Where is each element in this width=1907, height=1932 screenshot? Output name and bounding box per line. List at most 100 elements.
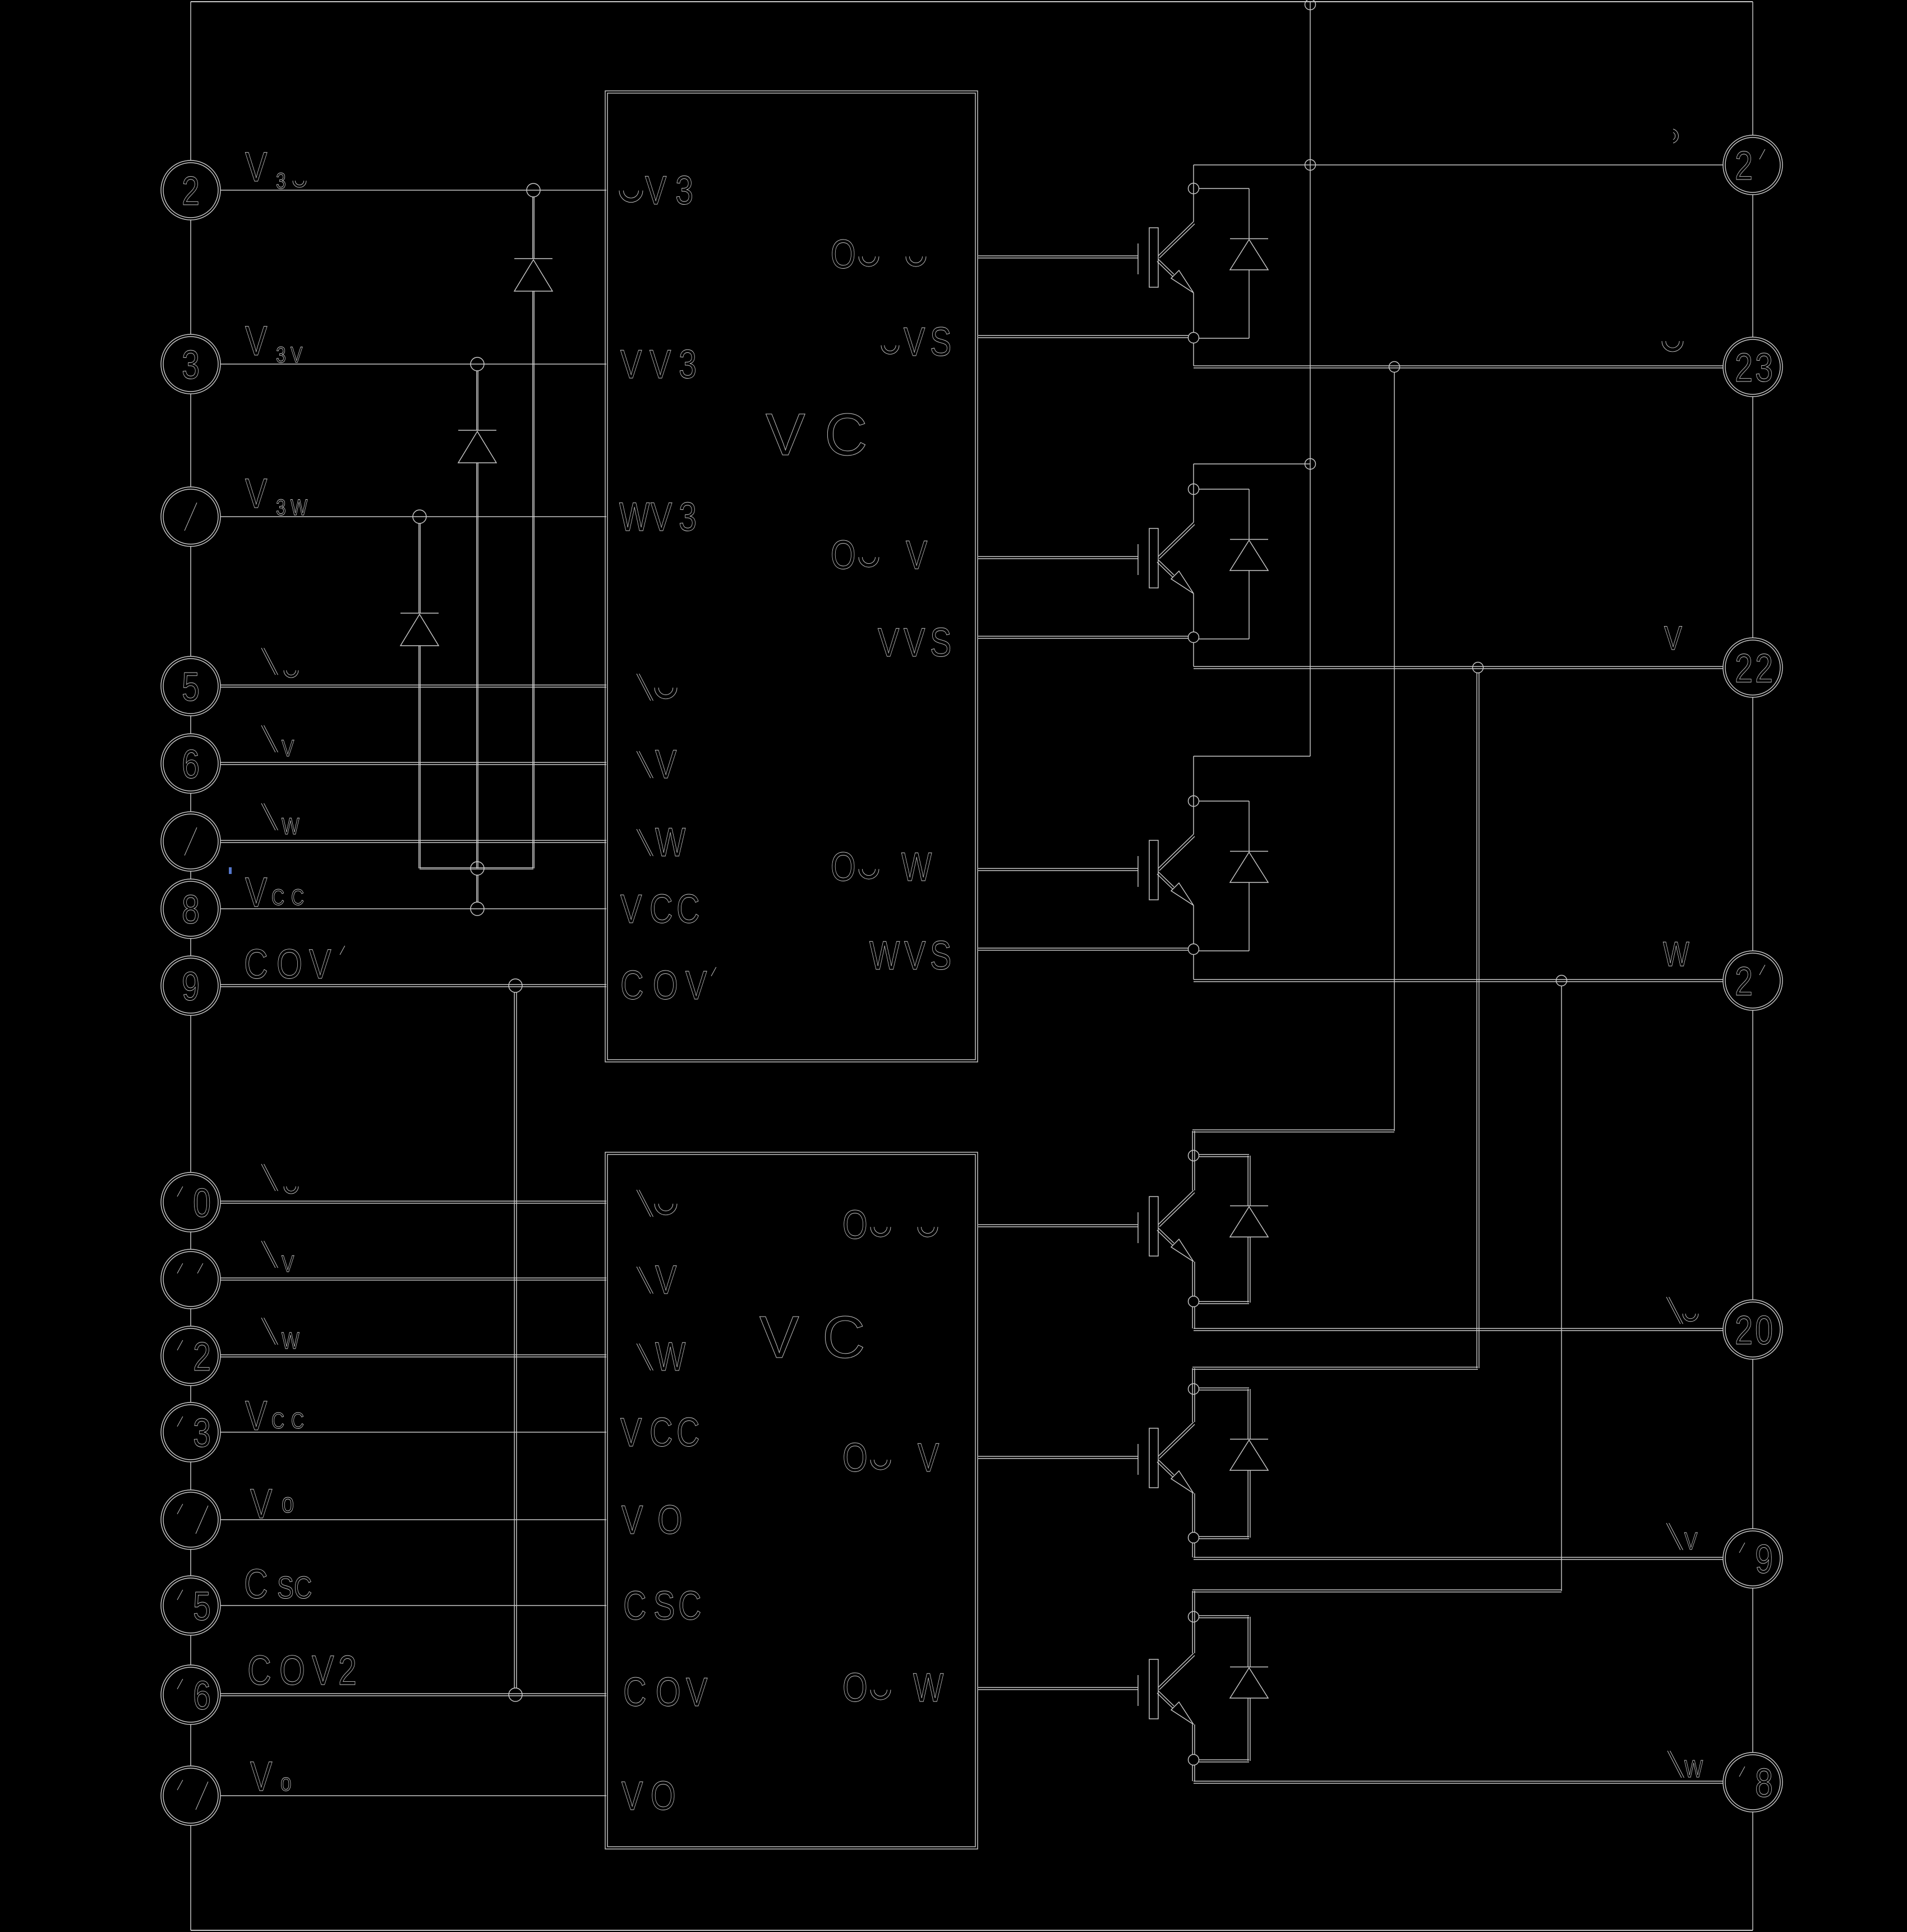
svg-text:6: 6 [182, 742, 200, 787]
svg-text:W: W [282, 1328, 300, 1354]
svg-text:O: O [279, 1648, 305, 1694]
svg-text:2: 2 [1735, 1308, 1753, 1353]
svg-text:O: O [842, 1665, 868, 1710]
svg-text:W: W [1684, 1755, 1703, 1783]
svg-text:V: V [904, 620, 925, 665]
svg-text:O: O [277, 941, 302, 988]
svg-text:V: V [620, 886, 642, 932]
svg-text:2: 2 [193, 1334, 211, 1379]
svg-text:S: S [930, 319, 951, 365]
svg-text:V: V [766, 402, 805, 468]
svg-text:V: V [645, 168, 667, 213]
svg-text:2: 2 [1735, 959, 1753, 1004]
svg-text:V: V [282, 1252, 294, 1277]
svg-text:V: V [685, 963, 707, 1008]
svg-text:3: 3 [1755, 345, 1773, 390]
svg-text:O: O [831, 844, 856, 890]
svg-text:V: V [759, 1304, 799, 1370]
svg-text:C: C [244, 1561, 268, 1608]
svg-text:0: 0 [193, 1180, 211, 1226]
svg-text:5: 5 [182, 664, 200, 710]
svg-text:C: C [623, 1583, 647, 1629]
svg-text:W: W [282, 814, 300, 840]
svg-text:2: 2 [1735, 345, 1753, 390]
svg-text:W: W [655, 820, 686, 865]
svg-text:3: 3 [679, 342, 697, 387]
svg-text:C: C [294, 1570, 312, 1605]
svg-text:3: 3 [276, 168, 286, 194]
svg-text:C: C [244, 941, 268, 988]
svg-text:V: V [245, 870, 268, 916]
svg-text:S: S [930, 620, 951, 665]
svg-text:8: 8 [1755, 1760, 1773, 1806]
svg-text:V: V [245, 1393, 268, 1439]
svg-text:2: 2 [1755, 646, 1773, 691]
svg-text:V: V [906, 532, 928, 578]
svg-text:9: 9 [1755, 1537, 1773, 1582]
svg-text:3: 3 [276, 495, 286, 520]
svg-text:O: O [653, 963, 678, 1008]
svg-text:C: C [291, 1408, 304, 1433]
svg-text:5: 5 [193, 1584, 211, 1629]
svg-text:V: V [686, 1669, 708, 1715]
svg-text:O: O [842, 1202, 868, 1248]
svg-text:0: 0 [1755, 1308, 1773, 1353]
svg-text:o: o [282, 1487, 294, 1519]
svg-text:C: C [678, 1583, 702, 1629]
svg-text:3: 3 [182, 342, 200, 388]
svg-text:V: V [918, 1435, 939, 1480]
svg-text:W: W [1663, 935, 1689, 974]
svg-text:3: 3 [276, 342, 286, 367]
svg-text:C: C [271, 1408, 284, 1433]
svg-text:3: 3 [675, 168, 693, 213]
svg-text:V: V [1684, 1528, 1698, 1555]
svg-text:V: V [651, 494, 672, 540]
svg-text:S: S [277, 1570, 294, 1605]
svg-text:8: 8 [182, 887, 200, 932]
svg-text:V: V [312, 1648, 334, 1694]
svg-text:O: O [656, 1669, 681, 1715]
svg-text:9: 9 [182, 964, 200, 1009]
svg-text:V: V [904, 933, 926, 978]
svg-text:V: V [250, 1481, 273, 1528]
svg-text:V: V [245, 471, 268, 517]
svg-text:V: V [655, 1257, 677, 1303]
svg-text:V: V [620, 342, 642, 387]
svg-text:C: C [247, 1648, 271, 1694]
svg-text:C: C [650, 886, 673, 932]
svg-text:W: W [291, 495, 308, 520]
svg-text:V: V [650, 342, 671, 387]
svg-text:C: C [650, 1410, 673, 1455]
svg-text:C: C [620, 963, 644, 1008]
svg-text:W: W [619, 494, 650, 540]
svg-text:V: V [620, 1410, 642, 1455]
svg-text:C: C [676, 886, 700, 932]
svg-text:W: W [869, 933, 900, 978]
svg-text:O: O [831, 232, 856, 277]
svg-text:V: V [309, 941, 331, 988]
svg-text:O: O [651, 1773, 676, 1819]
svg-text:V: V [250, 1754, 273, 1800]
svg-text:W: W [913, 1665, 944, 1710]
svg-text:W: W [655, 1334, 686, 1379]
svg-text:V: V [904, 319, 925, 365]
svg-text:V: V [621, 1773, 643, 1819]
svg-text:2: 2 [1735, 143, 1753, 188]
svg-text:O: O [831, 532, 856, 578]
svg-text:o: o [280, 1769, 292, 1796]
svg-text:C: C [291, 885, 304, 910]
svg-text:C: C [623, 1669, 647, 1715]
svg-text:V: V [291, 342, 302, 367]
svg-text:O: O [842, 1435, 868, 1480]
svg-text:S: S [653, 1583, 675, 1629]
svg-text:V: V [878, 620, 900, 665]
svg-text:W: W [901, 844, 932, 890]
svg-text:V: V [621, 1497, 643, 1543]
svg-text:3: 3 [679, 494, 697, 540]
svg-text:2: 2 [182, 168, 200, 214]
svg-text:2: 2 [1735, 646, 1753, 691]
svg-text:C: C [822, 1304, 865, 1370]
svg-text:3: 3 [193, 1410, 211, 1456]
svg-text:C: C [271, 885, 284, 910]
svg-text:V: V [655, 742, 677, 787]
